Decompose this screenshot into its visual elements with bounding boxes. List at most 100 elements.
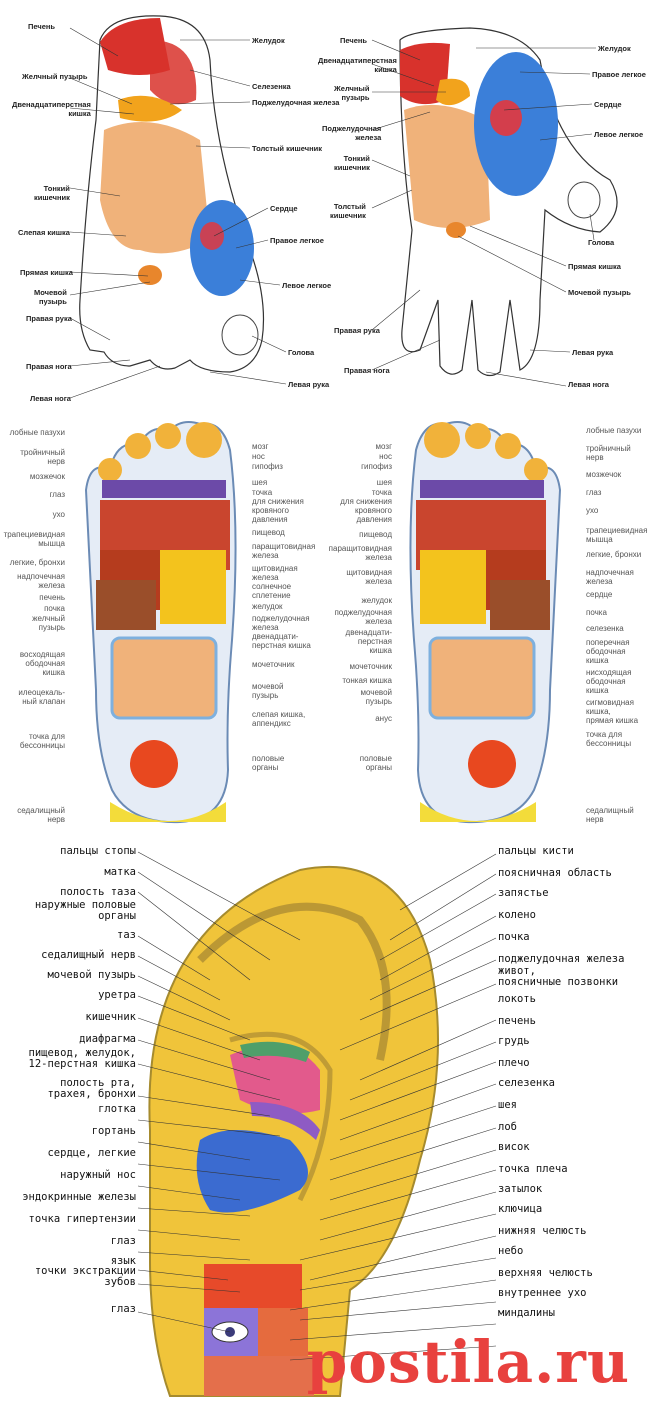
ear-r-5: поджелудочная железа bbox=[498, 953, 625, 965]
label-right-leg: Правая нога bbox=[26, 362, 72, 371]
ro-label-9: почка bbox=[586, 608, 607, 617]
ear-r-1: поясничная область bbox=[498, 867, 612, 879]
li-label-15: половые органы bbox=[252, 754, 285, 772]
ear-zone-pink bbox=[230, 1045, 320, 1114]
hand-label-bladder: Мочевой пузырь bbox=[568, 288, 631, 297]
label-gallbladder: Желчный пузырь bbox=[22, 72, 88, 81]
li-label-4: точка для снижения кровяного давления bbox=[252, 488, 304, 524]
ear-l-2: полость таза bbox=[60, 886, 136, 898]
label-left-lung: Левое легкое bbox=[282, 281, 332, 290]
lf-label-0: лобные пазухи bbox=[9, 428, 65, 437]
ear-lobe-zone-1 bbox=[204, 1264, 302, 1308]
label-liver: Печень bbox=[28, 22, 56, 31]
ri-label-4: точка для снижения кровяного давления bbox=[340, 488, 392, 524]
li-label-9: желудок bbox=[252, 602, 283, 611]
ro-label-6: легкие, бронхи bbox=[586, 550, 642, 559]
ear-r-8: печень bbox=[498, 1015, 536, 1027]
hand-label-small-intestine: Тонкий кишечник bbox=[334, 154, 370, 172]
hand-label-left-leg: Левая нога bbox=[568, 380, 609, 389]
ro-label-3: глаз bbox=[586, 488, 602, 497]
ri-label-3: шея bbox=[376, 478, 392, 487]
ear-r-7: локоть bbox=[498, 993, 536, 1005]
ear-l-7: уретра bbox=[98, 989, 136, 1001]
ear-l-13: гортань bbox=[91, 1125, 136, 1137]
hand-label-heart: Сердце bbox=[594, 100, 622, 109]
li-label-10: поджелудочная железа bbox=[252, 614, 310, 632]
ro-label-13: сигмовидная кишка, прямая кишка bbox=[586, 698, 639, 725]
ear-l-3: наружные половые органы bbox=[34, 899, 136, 922]
lf-label-5: трапециевидная мышца bbox=[3, 530, 65, 548]
lf-label-12: илеоцекаль- ный клапан bbox=[18, 688, 65, 706]
ear-r-19: небо bbox=[498, 1245, 524, 1257]
ear-reflexology-diagram: пальцы стопы матка полость таза наружные… bbox=[0, 840, 650, 1406]
ri-label-1: нос bbox=[379, 452, 392, 461]
foot-intestine bbox=[100, 122, 210, 254]
ear-l-18: глаз bbox=[110, 1235, 136, 1247]
ear-helix bbox=[197, 902, 391, 1061]
hand-label-left-lung: Левое легкое bbox=[594, 130, 644, 139]
ear-r-12: шея bbox=[498, 1099, 517, 1111]
ri-label-2: гипофиз bbox=[361, 462, 392, 471]
foot-head bbox=[221, 314, 259, 356]
ear-r-15: точка плеча bbox=[498, 1163, 568, 1175]
ear-illustration bbox=[137, 851, 497, 1397]
hand-head bbox=[567, 181, 601, 219]
hand-label-right-arm: Правая рука bbox=[334, 326, 380, 335]
label-right-lung: Правое легкое bbox=[270, 236, 324, 245]
lf-label-13: точка для бессонницы bbox=[19, 732, 65, 750]
ear-r-13: лоб bbox=[498, 1121, 517, 1133]
ear-l-4: таз bbox=[117, 929, 136, 941]
watermark: postila.ru bbox=[306, 1328, 630, 1396]
li-label-14: слепая кишка, аппендикс bbox=[252, 710, 306, 728]
li-label-1: нос bbox=[252, 452, 265, 461]
ro-label-1: тройничный нерв bbox=[586, 444, 631, 462]
ear-l-8: кишечник bbox=[85, 1011, 136, 1023]
ro-label-14: точка для бессонницы bbox=[586, 730, 632, 748]
lf-label-10: желчный пузырь bbox=[32, 614, 65, 632]
ro-label-12: нисходящая ободочная кишка bbox=[586, 668, 632, 695]
ear-r-16: затылок bbox=[498, 1183, 543, 1195]
ear-r-17: ключица bbox=[498, 1203, 543, 1215]
lf-label-9: почка bbox=[44, 604, 65, 613]
feet-illustration bbox=[84, 421, 562, 824]
ear-r-3: колено bbox=[498, 909, 536, 921]
lf-label-8: печень bbox=[39, 593, 65, 602]
hand-label-right-lung: Правое легкое bbox=[592, 70, 646, 79]
ro-label-11: поперечная ободочная кишка bbox=[586, 638, 630, 665]
ear-l-21: глаз bbox=[110, 1303, 136, 1315]
label-colon: Толстый кишечник bbox=[252, 144, 322, 153]
hand-label-right-leg: Правая нога bbox=[344, 366, 390, 375]
ro-label-15: седалищный нерв bbox=[586, 806, 634, 824]
ear-l-1: матка bbox=[104, 866, 136, 878]
li-label-8: солнечное сплетение bbox=[252, 582, 292, 600]
ear-r-2: запястье bbox=[498, 887, 549, 899]
lf-label-3: глаз bbox=[49, 490, 65, 499]
li-label-7: щитовидная железа bbox=[252, 564, 298, 582]
foot-bladder bbox=[138, 265, 162, 285]
foot-lungs bbox=[190, 200, 254, 296]
li-label-6: паращитовидная железа bbox=[252, 542, 316, 560]
hand-label-head: Голова bbox=[588, 238, 615, 247]
ear-l-12: глотка bbox=[98, 1103, 136, 1115]
hand-label-rectum: Прямая кишка bbox=[568, 262, 621, 271]
li-label-2: гипофиз bbox=[252, 462, 283, 471]
lf-label-4: ухо bbox=[52, 510, 65, 519]
ri-label-6: паращитовидная железа bbox=[328, 544, 392, 562]
right-sole bbox=[409, 421, 562, 824]
lf-label-2: мозжечок bbox=[29, 472, 65, 481]
lf-label-11: восходящая ободочная кишка bbox=[19, 650, 65, 677]
ear-r-0: пальцы кисти bbox=[498, 845, 574, 857]
label-duodenum: Двенадцатиперстная кишка bbox=[12, 100, 91, 118]
hand-label-duodenum: Двенадцатиперстная кишка bbox=[318, 56, 397, 74]
ear-zone-green bbox=[240, 1041, 310, 1062]
ri-label-11: мочеточник bbox=[349, 662, 392, 671]
ri-label-15: половые органы bbox=[359, 754, 392, 772]
ri-label-14: анус bbox=[375, 714, 392, 723]
ear-r-6: живот, поясничные позвонки bbox=[498, 965, 619, 988]
label-spleen: Селезенка bbox=[252, 82, 291, 91]
ear-r-4: почка bbox=[498, 931, 530, 943]
li-label-12: мочеточник bbox=[252, 660, 295, 669]
hand-liver bbox=[400, 42, 450, 105]
li-label-5: пищевод bbox=[252, 528, 285, 537]
ro-label-2: мозжечок bbox=[586, 470, 622, 479]
